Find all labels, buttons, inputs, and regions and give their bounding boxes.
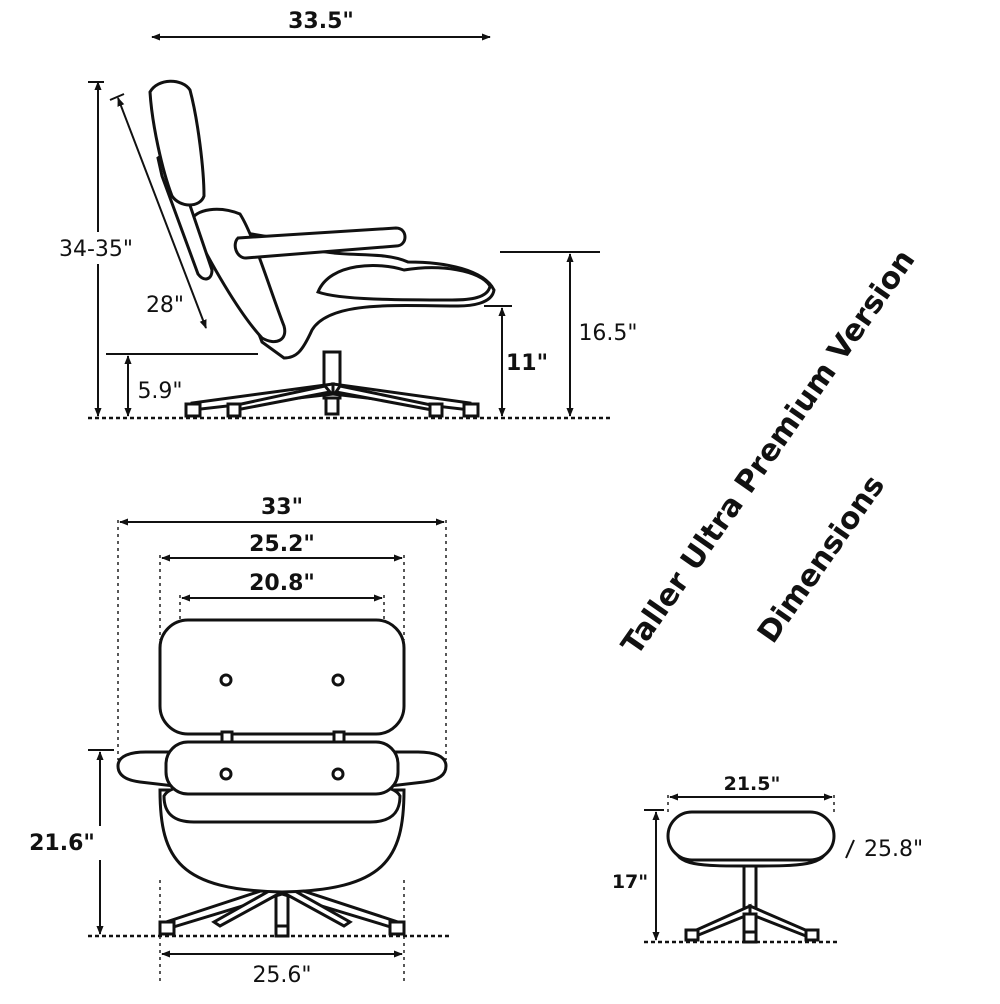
ottoman-leg-right — [748, 903, 813, 938]
front-view: 33" 25.2" 20.8" 21.6" 25.6" — [18, 495, 450, 988]
label-back-length: 28" — [146, 293, 184, 318]
label-overall-height: 34-35" — [59, 237, 133, 262]
side-glide-4 — [428, 402, 444, 418]
side-glide-1 — [184, 402, 202, 418]
front-headrest — [158, 618, 406, 736]
side-base — [184, 350, 480, 418]
side-glide-2 — [226, 402, 242, 418]
label-front-seat-height: 21.6" — [29, 831, 95, 856]
title-block: Taller Ultra Premium Version Dimensions — [615, 243, 922, 661]
ottoman-leg-left — [689, 903, 752, 938]
label-ottoman-width: 21.5" — [724, 773, 781, 795]
button-upper-right — [331, 673, 345, 687]
label-overall-depth: 33.5" — [288, 9, 354, 34]
ottoman-glide-1 — [684, 928, 700, 942]
front-lower-back-cushion — [164, 740, 400, 796]
front-glide-1 — [158, 920, 176, 936]
side-armrest — [233, 226, 407, 260]
ottoman-glide-2 — [742, 930, 758, 944]
title-line-1: Taller Ultra Premium Version — [615, 243, 922, 661]
label-overall-width: 33" — [261, 495, 303, 520]
label-seat-width: 20.8" — [249, 571, 315, 596]
label-ottoman-height: 17" — [612, 871, 648, 893]
side-back-cushion — [188, 207, 287, 343]
ottoman-view: 21.5" 25.8" 17" — [606, 773, 923, 944]
label-bg-ottoman-height — [606, 866, 652, 896]
ottoman-cushion — [666, 810, 836, 862]
side-view: 33.5" 34-35" 28" 5.9" 11" 16.5" — [46, 9, 644, 420]
front-glide-2 — [274, 924, 290, 938]
side-glide-5 — [462, 402, 480, 418]
front-connector-right — [332, 730, 346, 744]
tick-back-length — [109, 93, 125, 101]
label-base-height: 5.9" — [137, 379, 182, 404]
label-bg-arm-height — [572, 314, 644, 348]
label-arm-height: 16.5" — [578, 321, 637, 346]
label-bg-front-seat-height — [18, 826, 104, 860]
front-connector-left — [220, 730, 234, 744]
dim-line-ottoman-depth — [845, 839, 855, 859]
side-seat-cushion — [316, 264, 492, 302]
button-lower-left — [219, 767, 233, 781]
label-arm-inner-width: 25.2" — [249, 532, 315, 557]
side-glide-3 — [324, 396, 340, 416]
side-headrest — [148, 79, 206, 207]
button-lower-right — [331, 767, 345, 781]
label-seat-height-front: 11" — [506, 351, 548, 376]
ottoman-glide-3 — [804, 928, 820, 942]
label-base-width: 25.6" — [252, 963, 311, 988]
label-ottoman-depth: 25.8" — [864, 837, 923, 862]
button-upper-left — [219, 673, 233, 687]
front-glide-3 — [388, 920, 406, 936]
dim-line-back-length — [117, 97, 207, 329]
title-line-2: Dimensions — [751, 469, 892, 650]
